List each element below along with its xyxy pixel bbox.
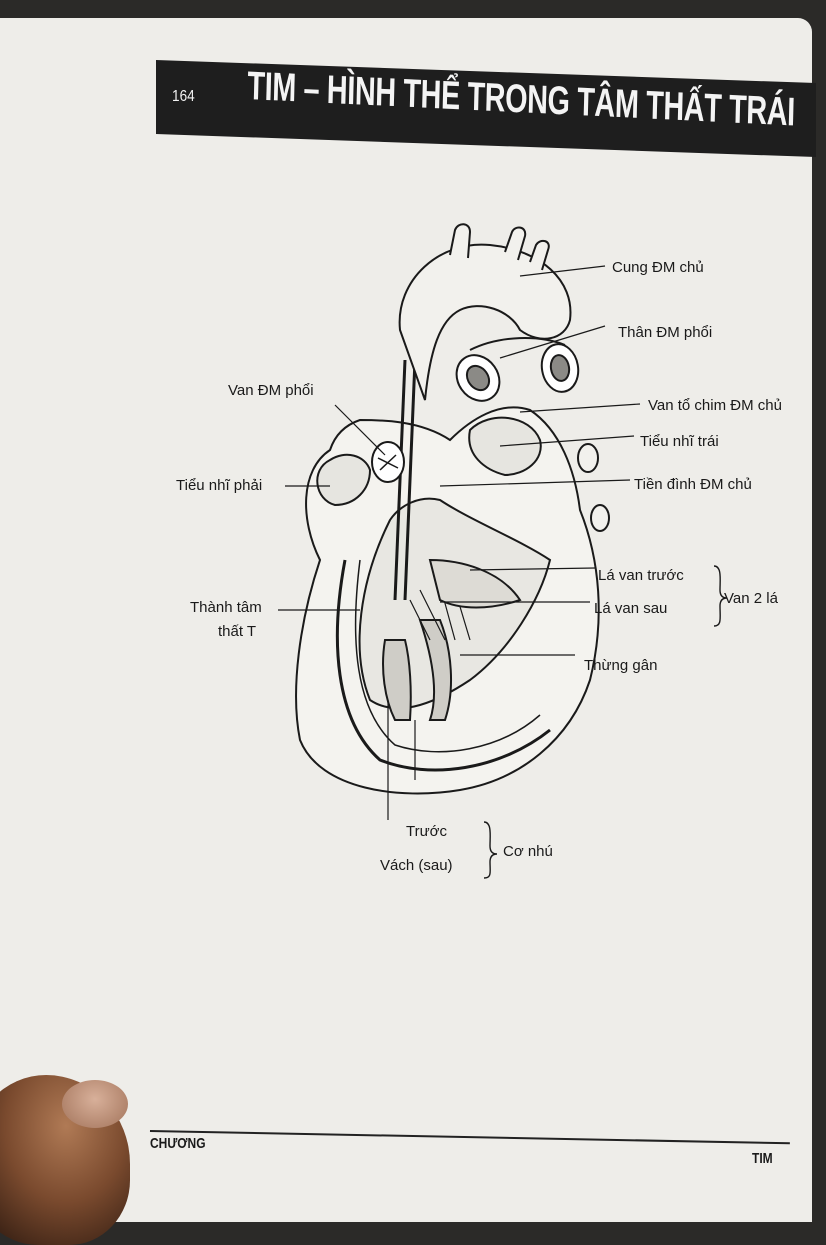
label-truoc: Trước [406,823,447,840]
label-la-van-truoc: Lá van trước [598,567,684,584]
brachiocephalic-trunk [450,224,470,258]
label-thanh-tam-2: thất T [218,623,256,640]
label-van-2-la: Van 2 lá [724,590,779,607]
label-than-dm-phoi: Thân ĐM phổi [618,324,712,341]
label-tien-dinh: Tiền đình ĐM chủ [634,476,752,493]
brace-co-nhu [484,822,497,878]
label-thung-gan: Thừng gân [584,657,657,674]
label-van-to-chim: Van tổ chim ĐM chủ [648,397,782,414]
label-vach-sau: Vách (sau) [380,857,453,874]
footer-chapter: CHƯƠNG [150,1135,206,1152]
heart-drawing [296,224,609,793]
label-co-nhu: Cơ nhú [503,843,553,860]
label-van-dm-phoi: Van ĐM phổi [228,382,314,399]
label-la-van-sau: Lá van sau [594,600,667,617]
label-tieu-nhi-trai: Tiểu nhĩ trái [640,433,719,450]
label-tieu-nhi-phai: Tiểu nhĩ phải [176,477,262,494]
thumbnail [62,1080,128,1128]
label-thanh-tam-1: Thành tâm [190,599,262,616]
label-cung-dm-chu: Cung ĐM chủ [612,259,704,276]
footer-section: TIM [752,1150,773,1167]
